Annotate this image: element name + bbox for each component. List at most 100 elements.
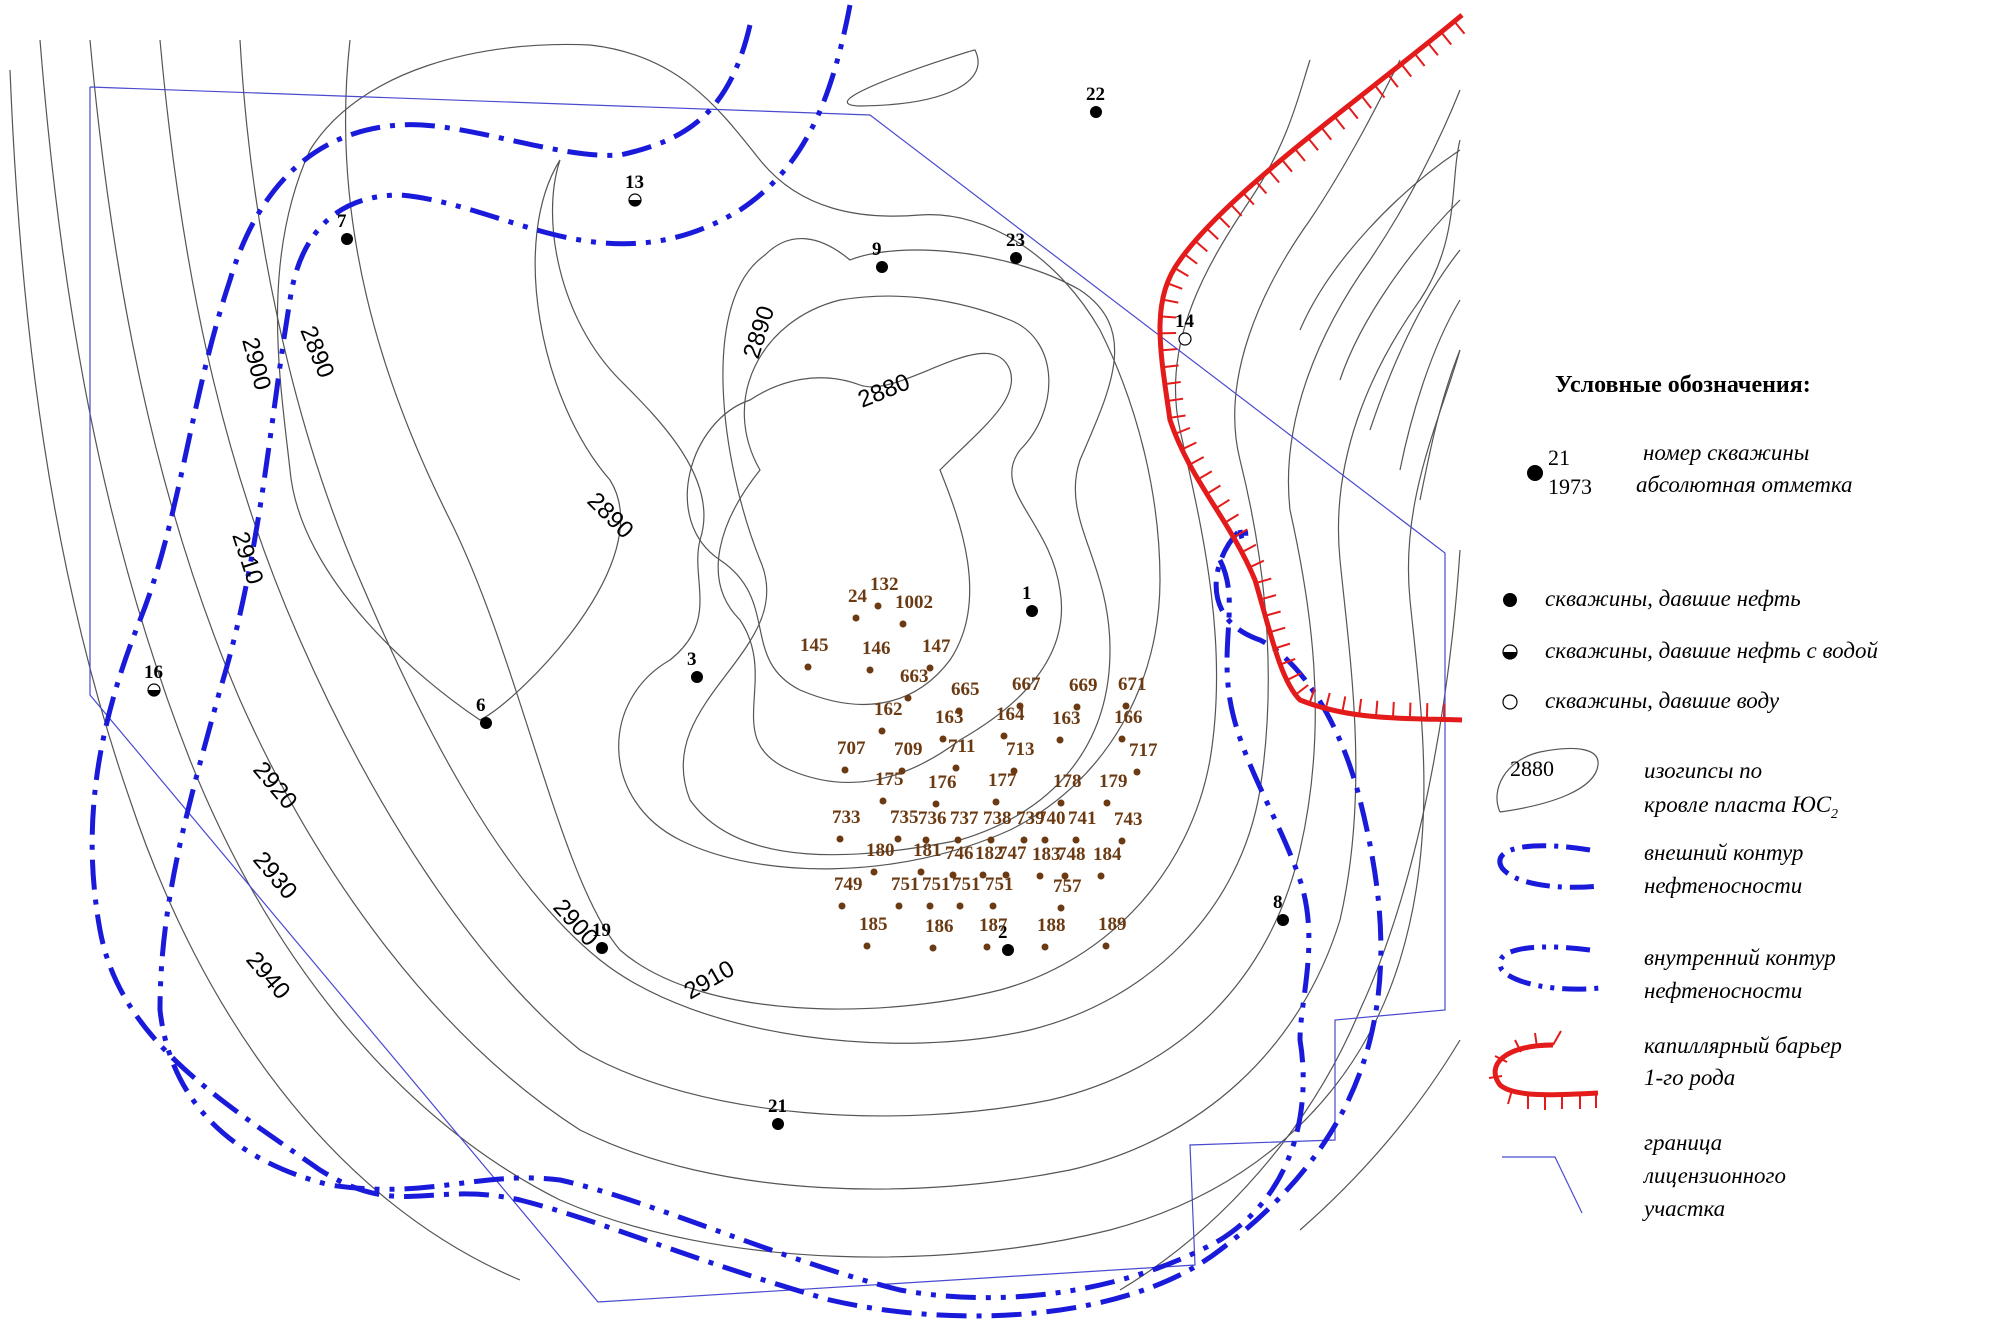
well-label: 9 bbox=[872, 239, 882, 260]
production-well-label: 185 bbox=[859, 914, 888, 935]
isohypse-2920 bbox=[159, 39, 1461, 1117]
isohypse-2900 bbox=[345, 39, 1311, 1010]
production-well: 186 bbox=[925, 916, 954, 952]
production-well-label: 146 bbox=[862, 638, 891, 659]
well-label: 23 bbox=[1006, 230, 1025, 251]
isohypse-2880 bbox=[686, 352, 1013, 705]
production-well: 669 bbox=[1069, 675, 1098, 711]
isohypse-2930 bbox=[89, 39, 1461, 1190]
production-well-label: 665 bbox=[951, 679, 980, 700]
production-well-label: 748 bbox=[1057, 844, 1086, 865]
barrier-tick bbox=[1167, 397, 1184, 402]
production-well: 751 bbox=[985, 874, 1014, 910]
legend-barrier-line1: капиллярный барьер bbox=[1644, 1033, 1842, 1058]
production-well-label: 181 bbox=[913, 840, 942, 861]
barrier-tick bbox=[1269, 626, 1286, 634]
production-well: 709 bbox=[894, 739, 923, 775]
isohypse-line bbox=[1299, 149, 1461, 331]
production-well: 185 bbox=[859, 914, 888, 950]
production-well-label: 189 bbox=[1098, 914, 1127, 935]
production-well-label: 740 bbox=[1037, 808, 1066, 829]
barrier-tick bbox=[1320, 126, 1333, 141]
inner-oil-contour bbox=[157, 4, 1312, 1301]
production-well-label: 713 bbox=[1006, 739, 1035, 760]
isohypse-line bbox=[1339, 199, 1461, 381]
barrier-tick bbox=[1233, 528, 1248, 539]
well-3: 3 bbox=[687, 649, 703, 683]
production-well-label: 24 bbox=[848, 586, 868, 607]
production-well-label: 187 bbox=[979, 915, 1008, 936]
barrier-tick bbox=[1373, 84, 1386, 99]
production-well: 743 bbox=[1114, 809, 1143, 845]
barrier-tick bbox=[1387, 73, 1399, 88]
barrier-tick bbox=[1160, 315, 1177, 319]
isohypse-label: 2880 bbox=[854, 369, 914, 414]
production-well-label: 1002 bbox=[895, 592, 933, 613]
production-well-label: 736 bbox=[918, 808, 947, 829]
legend-isohypse-icon bbox=[1496, 747, 1599, 813]
production-well-label: 709 bbox=[894, 739, 923, 760]
barrier-tick bbox=[1189, 456, 1205, 466]
production-well: 737 bbox=[950, 808, 979, 844]
barrier-tick bbox=[1166, 282, 1183, 290]
well-label: 3 bbox=[687, 649, 697, 670]
isohypse-2890-left bbox=[276, 43, 1161, 870]
barrier-tick bbox=[1333, 116, 1346, 130]
production-well: 147 bbox=[922, 636, 951, 672]
barrier-tick bbox=[1294, 147, 1306, 162]
production-well: 707 bbox=[837, 738, 866, 774]
production-well: 183 bbox=[1032, 844, 1061, 880]
production-well: 735 bbox=[890, 807, 919, 843]
production-well: 162 bbox=[874, 699, 903, 735]
production-well: 738 bbox=[983, 808, 1012, 844]
barrier-tick bbox=[1229, 203, 1243, 217]
production-well: 146 bbox=[862, 638, 891, 674]
barrier-tick bbox=[1308, 688, 1316, 704]
production-well: 166 bbox=[1114, 707, 1143, 743]
well-14: 14 bbox=[1175, 311, 1195, 346]
legend-barrier-icon bbox=[1488, 1030, 1599, 1110]
production-well: 740 bbox=[1037, 808, 1066, 844]
barrier-tick bbox=[1347, 105, 1359, 120]
well-9: 9 bbox=[872, 239, 888, 273]
production-well: 145 bbox=[800, 635, 829, 671]
isohypse-line bbox=[717, 295, 1062, 784]
production-well: 736 bbox=[918, 808, 947, 844]
barrier-tick bbox=[1241, 543, 1257, 554]
well-2: 2 bbox=[998, 922, 1014, 956]
production-well-label: 733 bbox=[832, 807, 861, 828]
production-well: 187 bbox=[979, 915, 1008, 951]
production-well-label: 717 bbox=[1129, 740, 1158, 761]
production-well-label: 747 bbox=[998, 843, 1027, 864]
production-well-label: 743 bbox=[1114, 809, 1143, 830]
isohypse-2940 bbox=[39, 39, 1461, 1258]
barrier-tick bbox=[1164, 380, 1181, 386]
production-well: 711 bbox=[948, 736, 975, 772]
well-label: 6 bbox=[476, 695, 486, 716]
production-well: 164 bbox=[996, 704, 1025, 740]
legend-oil-water-wells: скважины, давшие нефть с водой bbox=[1545, 638, 1878, 663]
legend-boundary-line1: граница bbox=[1644, 1130, 1722, 1155]
production-well: 757 bbox=[1053, 876, 1082, 912]
production-well-label: 667 bbox=[1012, 674, 1041, 695]
barrier-tick bbox=[1169, 414, 1186, 419]
well-1: 1 bbox=[1022, 583, 1038, 617]
well-label: 21 bbox=[768, 1096, 787, 1117]
production-well: 180 bbox=[866, 840, 895, 876]
barrier-tick bbox=[1286, 672, 1302, 682]
production-well-label: 757 bbox=[1053, 876, 1082, 897]
barrier-tick bbox=[1255, 180, 1268, 195]
barrier-tick bbox=[1183, 253, 1198, 265]
production-well: 179 bbox=[1099, 771, 1128, 807]
well-label: 2 bbox=[998, 922, 1008, 943]
legend-oil-wells: скважины, давшие нефть bbox=[1545, 586, 1801, 611]
legend-water-well-icon bbox=[1502, 694, 1518, 710]
production-well: 733 bbox=[832, 807, 861, 843]
capillary-barrier bbox=[1157, 13, 1464, 723]
production-well-label: 188 bbox=[1037, 915, 1066, 936]
production-well: 751 bbox=[922, 874, 951, 910]
production-well-label: 184 bbox=[1093, 844, 1122, 865]
production-well: 184 bbox=[1093, 844, 1122, 880]
